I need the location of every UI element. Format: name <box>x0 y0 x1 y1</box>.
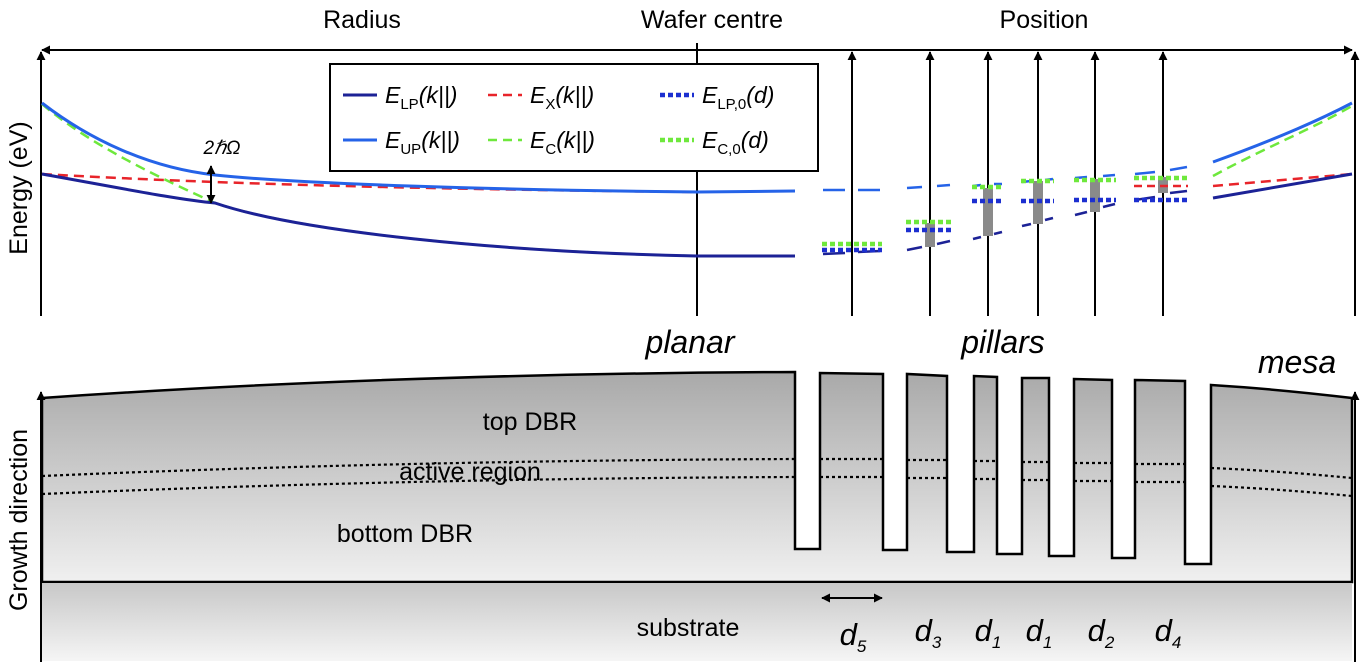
pillar-size-label: d1 <box>975 613 1002 652</box>
legend-entry: EC,0(d) <box>660 127 769 158</box>
legend-label: EC,0(d) <box>702 127 769 158</box>
planar-label: planar <box>645 324 736 360</box>
pillar-energy-axes <box>847 51 1168 316</box>
legend-entry: EUP(k||) <box>343 127 460 158</box>
pillar-ground-states <box>822 175 1188 253</box>
growth-axis-label: Growth direction <box>5 429 33 611</box>
position-label: Position <box>1000 6 1089 34</box>
pillar-energy-bars <box>925 177 1168 247</box>
legend-entry: ELP(k||) <box>343 82 457 113</box>
lower-polariton-curve-right <box>1212 172 1353 200</box>
rabi-splitting-label: 2ℏΩ <box>202 138 240 159</box>
mesa-label: mesa <box>1258 344 1336 380</box>
top-dbr-label: top DBR <box>483 408 577 436</box>
upper-polariton-curve <box>41 101 796 194</box>
legend-label: EC(k||) <box>530 127 595 158</box>
bar-d1a <box>983 188 993 236</box>
cavity-curve-right <box>1212 104 1353 178</box>
bottom-dbr-label: bottom DBR <box>337 520 473 548</box>
legend-label: ELP(k||) <box>385 82 457 113</box>
pillar-size-labels: d5 d3 d1 d1 d2 d4 <box>840 613 1182 656</box>
wafer-centre-label: Wafer centre <box>641 6 783 34</box>
bar-d2 <box>1090 179 1100 212</box>
pillar-size-label: d2 <box>1088 613 1115 652</box>
dispersion-curves <box>41 101 1353 258</box>
pillar-size-label: d4 <box>1155 613 1182 652</box>
legend-box <box>329 63 819 172</box>
pillar-size-label: d1 <box>1026 613 1053 652</box>
pillar-dispersion-segments <box>822 165 1188 256</box>
energy-axis-label: Energy (eV) <box>5 121 33 254</box>
legend: ELP(k||) EX(k||) ELP,0(d) EUP(k||) EC(k||) EC… <box>329 63 819 172</box>
bar-d3 <box>925 223 935 247</box>
pillar-size-label: d3 <box>915 613 942 652</box>
upper-polariton-curve-right <box>1212 101 1353 164</box>
substrate-label: substrate <box>637 614 740 642</box>
pillars-label: pillars <box>960 324 1045 360</box>
legend-entry: ELP,0(d) <box>660 82 774 113</box>
legend-label: EX(k||) <box>530 82 594 113</box>
pillar-size-label: d5 <box>840 617 867 656</box>
active-region-label: active region <box>399 458 541 486</box>
substrate-layer <box>42 583 1352 661</box>
exciton-curve-right <box>1212 172 1353 188</box>
radius-label: Radius <box>323 6 401 34</box>
legend-entry: EC(k||) <box>488 127 595 158</box>
legend-entry: EX(k||) <box>488 82 594 113</box>
legend-label: ELP,0(d) <box>702 82 774 113</box>
legend-label: EUP(k||) <box>385 127 460 158</box>
active-region-lines <box>41 457 1353 498</box>
lower-polariton-curve <box>41 172 795 258</box>
